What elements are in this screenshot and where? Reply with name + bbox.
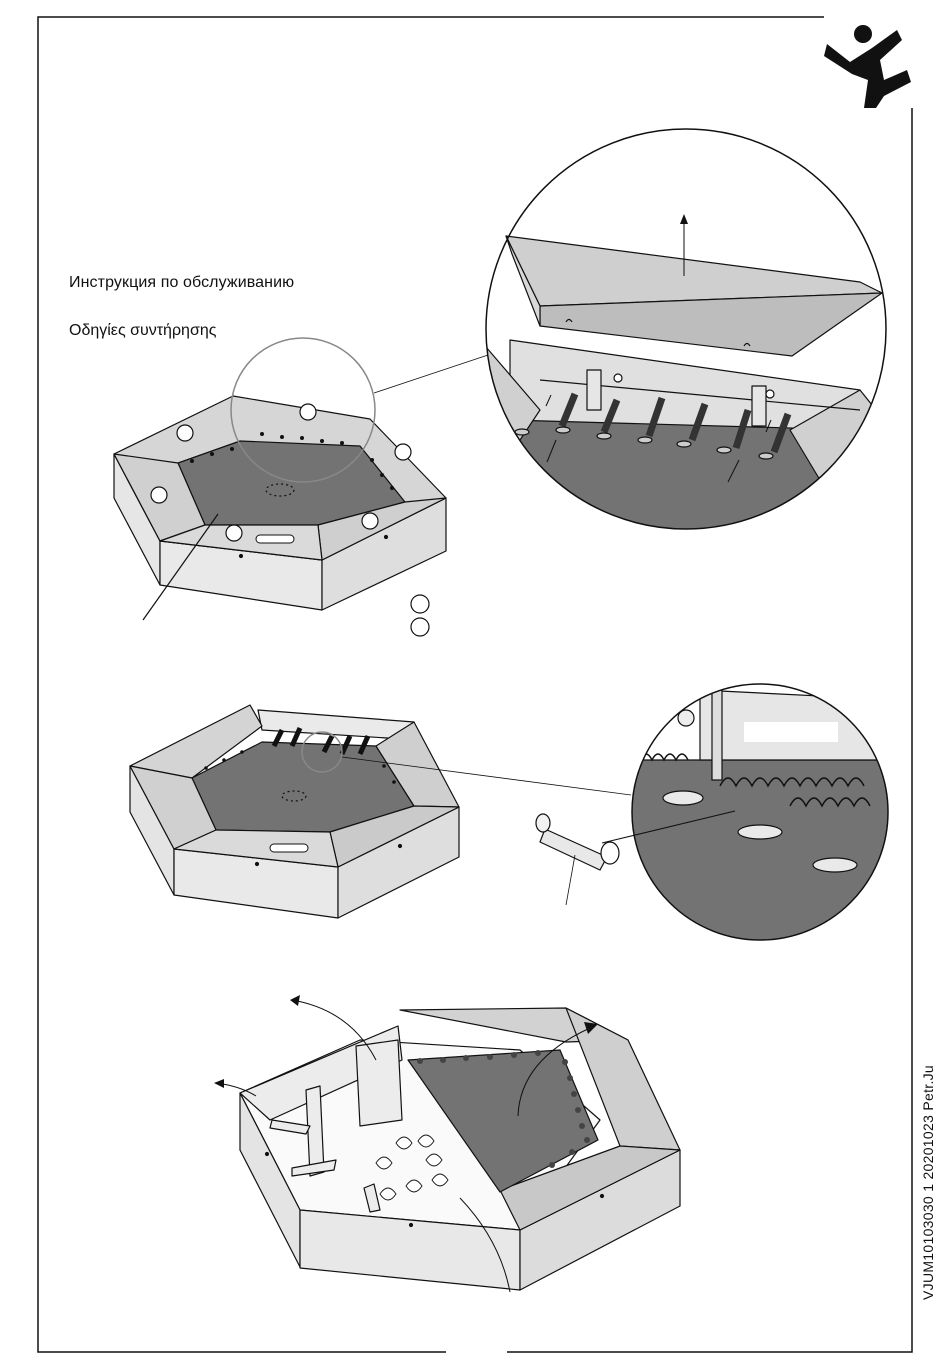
maintenance-instruction-el: Οδηγίες συντήρησης	[69, 322, 216, 340]
legend-circle-2	[411, 618, 429, 636]
detail-1-remove-pad	[480, 120, 900, 540]
legend-circle-1	[411, 595, 429, 613]
detail-2-unhook-spring	[536, 680, 900, 950]
figure-2-trampoline	[130, 705, 631, 918]
jumping-figure-icon	[824, 25, 911, 108]
document-code: VJUM10103030 1 20201023 Petr.Ju	[920, 1065, 936, 1300]
figure-1-trampoline	[114, 338, 488, 620]
maintenance-instruction-ru: Инструкция по обслуживанию	[69, 274, 294, 292]
figure-3-open-frame	[214, 995, 680, 1292]
